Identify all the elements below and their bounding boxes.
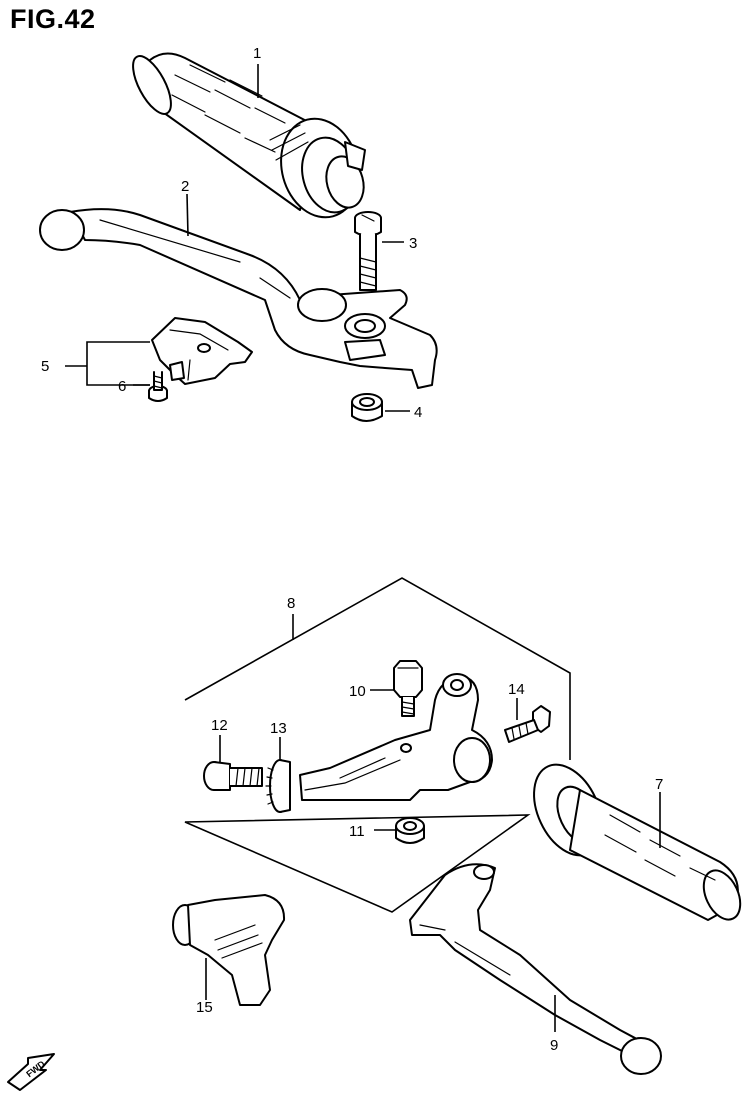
brake-switch-part xyxy=(151,317,253,385)
kit-outline-frame xyxy=(184,577,571,913)
forward-arrow-icon: FWD xyxy=(7,1053,55,1091)
callout-2: 2 xyxy=(181,178,189,195)
callout-14: 14 xyxy=(508,681,525,698)
throttle-grip-part xyxy=(132,52,366,219)
callout-4: 4 xyxy=(414,404,422,421)
callout-12: 12 xyxy=(211,717,228,734)
pivot-bolt-part xyxy=(354,211,382,291)
pivot-bolt-kit-part xyxy=(203,761,263,791)
callout-6: 6 xyxy=(118,378,126,395)
callout-13: 13 xyxy=(270,720,287,737)
callout-1: 1 xyxy=(253,45,261,62)
callout-labels: 1 2 3 4 5 6 7 8 9 10 11 12 13 14 15 xyxy=(41,45,663,1054)
switch-screw-part xyxy=(148,371,168,402)
callout-3: 3 xyxy=(409,235,417,252)
callout-7: 7 xyxy=(655,776,663,793)
callout-10: 10 xyxy=(349,683,366,700)
callout-11: 11 xyxy=(349,823,365,840)
adjuster-bolt-part xyxy=(393,660,423,717)
adjuster-nut-part xyxy=(395,817,425,844)
callout-8: 8 xyxy=(287,595,295,612)
callout-5: 5 xyxy=(41,358,49,375)
leader-lines xyxy=(65,64,661,1032)
clutch-lever-part xyxy=(409,863,662,1075)
brake-lever-part xyxy=(39,208,438,389)
callout-9: 9 xyxy=(550,1037,558,1054)
knurled-adjuster-part xyxy=(265,759,291,813)
holder-screw-part xyxy=(504,705,551,743)
callout-15: 15 xyxy=(196,999,213,1016)
clutch-switch-part xyxy=(172,894,286,1006)
left-grip-part xyxy=(533,763,742,921)
pivot-nut-part xyxy=(351,393,383,422)
clutch-lever-holder-part xyxy=(299,673,493,801)
figure-title: FIG.42 xyxy=(10,4,96,34)
